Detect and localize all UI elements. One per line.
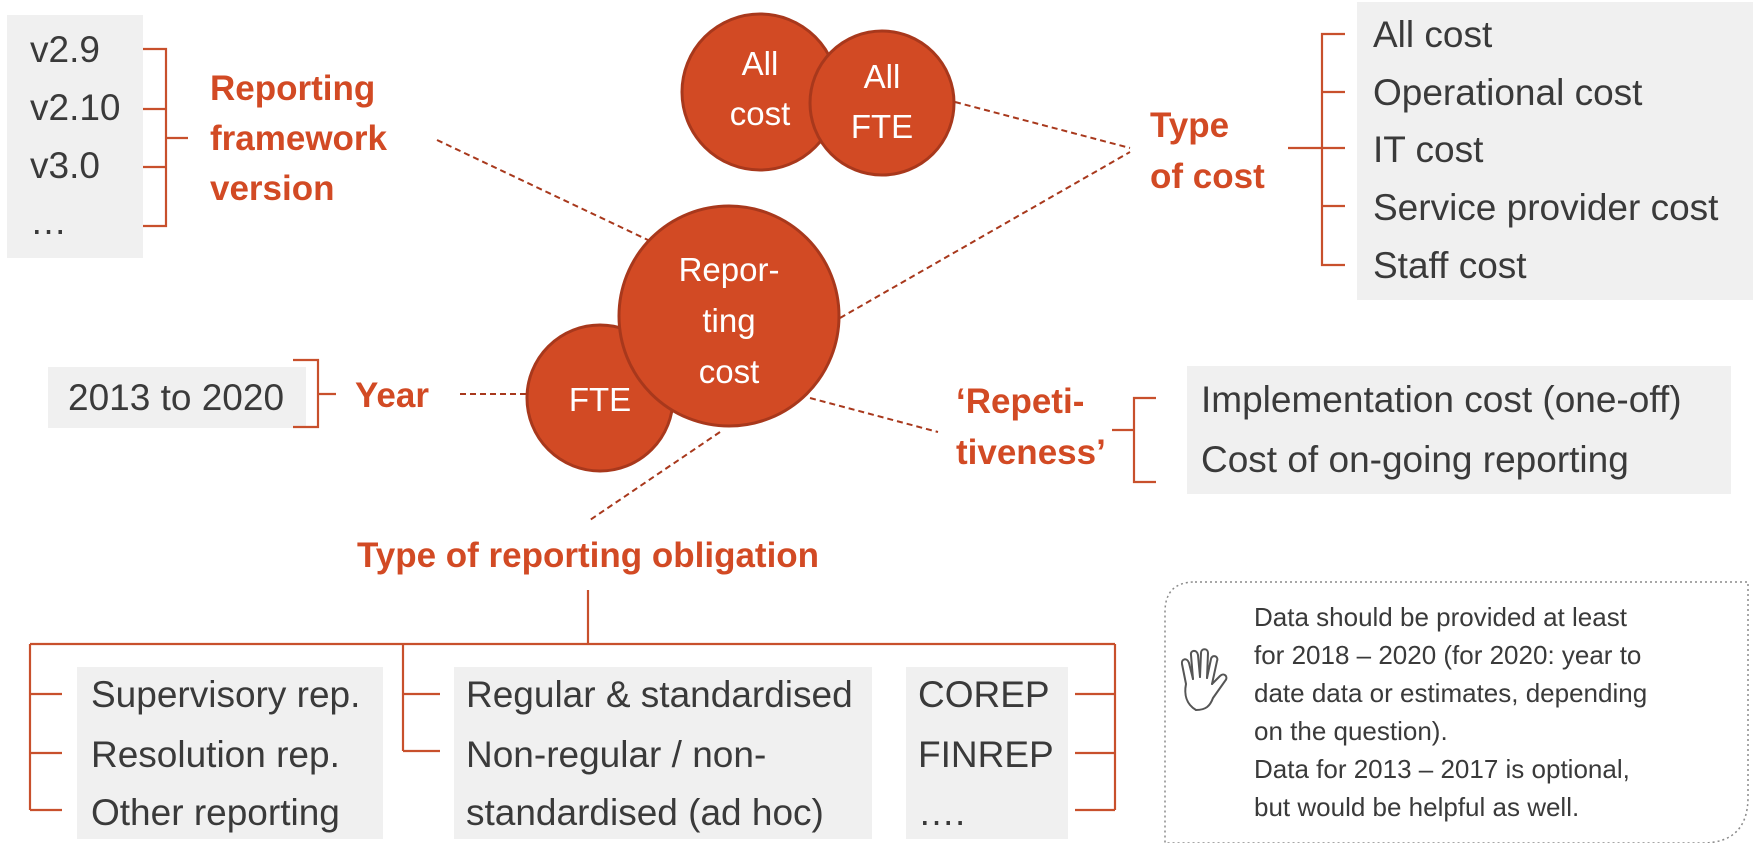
obligation-group1-ticks	[30, 692, 62, 812]
note-line: Data should be provided at least	[1254, 602, 1628, 632]
obligation-group3-ticks	[1075, 692, 1115, 812]
cost-type-list-box	[1357, 2, 1753, 300]
all-fte-circle	[808, 29, 956, 177]
note-line: date data or estimates, depending	[1254, 678, 1647, 708]
note-line: but would be helpful as well.	[1254, 792, 1579, 822]
year-value: 2013 to 2020	[68, 377, 284, 418]
year-bracket	[293, 358, 336, 429]
scope-circles: All cost All FTE	[680, 12, 956, 177]
fte-label: FTE	[569, 381, 631, 418]
year-group: 2013 to 2020 Year	[48, 358, 429, 429]
version-item: v3.0	[30, 145, 100, 186]
reporting-cost-label: cost	[699, 353, 760, 390]
version-heading-line: Reporting	[210, 69, 375, 108]
center-circles: FTE Repor- ting cost	[525, 204, 841, 473]
cost-type-group: Type of cost All cost Operational cost I…	[1150, 2, 1753, 300]
repetitiveness-heading-line: ‘Repeti-	[956, 382, 1084, 421]
obligation-tree-lines	[28, 590, 1117, 810]
connector-cost-scope	[954, 101, 1131, 149]
cost-type-bracket	[1288, 32, 1345, 267]
note-line: Data for 2013 – 2017 is optional,	[1254, 754, 1630, 784]
obligation-group2-box	[454, 667, 872, 839]
version-item: v2.10	[30, 87, 121, 128]
cost-type-heading-line: Type	[1150, 106, 1229, 145]
obligation-item: Supervisory rep.	[91, 674, 360, 715]
cost-type-heading-line: of cost	[1150, 157, 1265, 196]
obligation-item: Non-regular / non-	[466, 734, 766, 775]
all-fte-label: FTE	[851, 108, 913, 145]
obligation-group: Type of reporting obligation Supervisory…	[28, 536, 1117, 839]
repetitiveness-list-box	[1187, 366, 1731, 494]
repetitiveness-item: Implementation cost (one-off)	[1201, 379, 1682, 420]
obligation-item: standardised (ad hoc)	[466, 792, 824, 833]
version-item: v2.9	[30, 29, 100, 70]
cost-type-item: IT cost	[1373, 129, 1484, 170]
version-heading-line: version	[210, 169, 335, 208]
connector-obligation	[589, 431, 721, 521]
note-frame	[1164, 581, 1749, 843]
obligation-item: ….	[918, 792, 965, 833]
connector-repetitiveness	[809, 397, 939, 433]
reporting-cost-label: Repor-	[679, 251, 780, 288]
year-heading: Year	[355, 376, 429, 415]
version-bracket	[143, 47, 188, 228]
obligation-heading: Type of reporting obligation	[357, 536, 819, 575]
obligation-item: FINREP	[918, 734, 1054, 775]
repetitiveness-item: Cost of on-going reporting	[1201, 439, 1629, 480]
version-heading-line: framework	[210, 119, 388, 158]
obligation-item: COREP	[918, 674, 1050, 715]
connectors	[436, 101, 1131, 521]
repetitiveness-heading-line: tiveness’	[956, 433, 1106, 472]
repetitiveness-bracket	[1112, 396, 1156, 484]
obligation-item: Other reporting	[91, 792, 340, 833]
cost-type-item: Service provider cost	[1373, 187, 1719, 228]
all-cost-label: All	[742, 45, 779, 82]
version-item: …	[30, 201, 67, 242]
obligation-group2-ticks	[403, 692, 440, 753]
obligation-group3-box	[906, 667, 1068, 839]
reporting-cost-label: ting	[702, 302, 755, 339]
raised-hand-icon	[1180, 648, 1228, 711]
obligation-group1-box	[77, 667, 383, 839]
all-cost-label: cost	[730, 95, 791, 132]
connector-version	[436, 139, 649, 241]
cost-type-item: Operational cost	[1373, 72, 1643, 113]
version-list-box	[7, 15, 143, 258]
cost-type-item: Staff cost	[1373, 245, 1527, 286]
connector-cost-type	[839, 151, 1131, 319]
note-line: for 2018 – 2020 (for 2020: year to	[1254, 640, 1641, 670]
obligation-item: Resolution rep.	[91, 734, 340, 775]
repetitiveness-group: ‘Repeti- tiveness’ Implementation cost (…	[956, 366, 1731, 494]
year-box	[48, 367, 306, 428]
version-group: v2.9 v2.10 v3.0 … Reporting framework ve…	[7, 15, 388, 258]
all-fte-label: All	[864, 58, 901, 95]
reporting-cost-circle	[617, 204, 841, 428]
note-line: on the question).	[1254, 716, 1448, 746]
note-box: Data should be provided at least for 201…	[1164, 581, 1749, 843]
cost-type-item: All cost	[1373, 14, 1493, 55]
obligation-item: Regular & standardised	[466, 674, 853, 715]
